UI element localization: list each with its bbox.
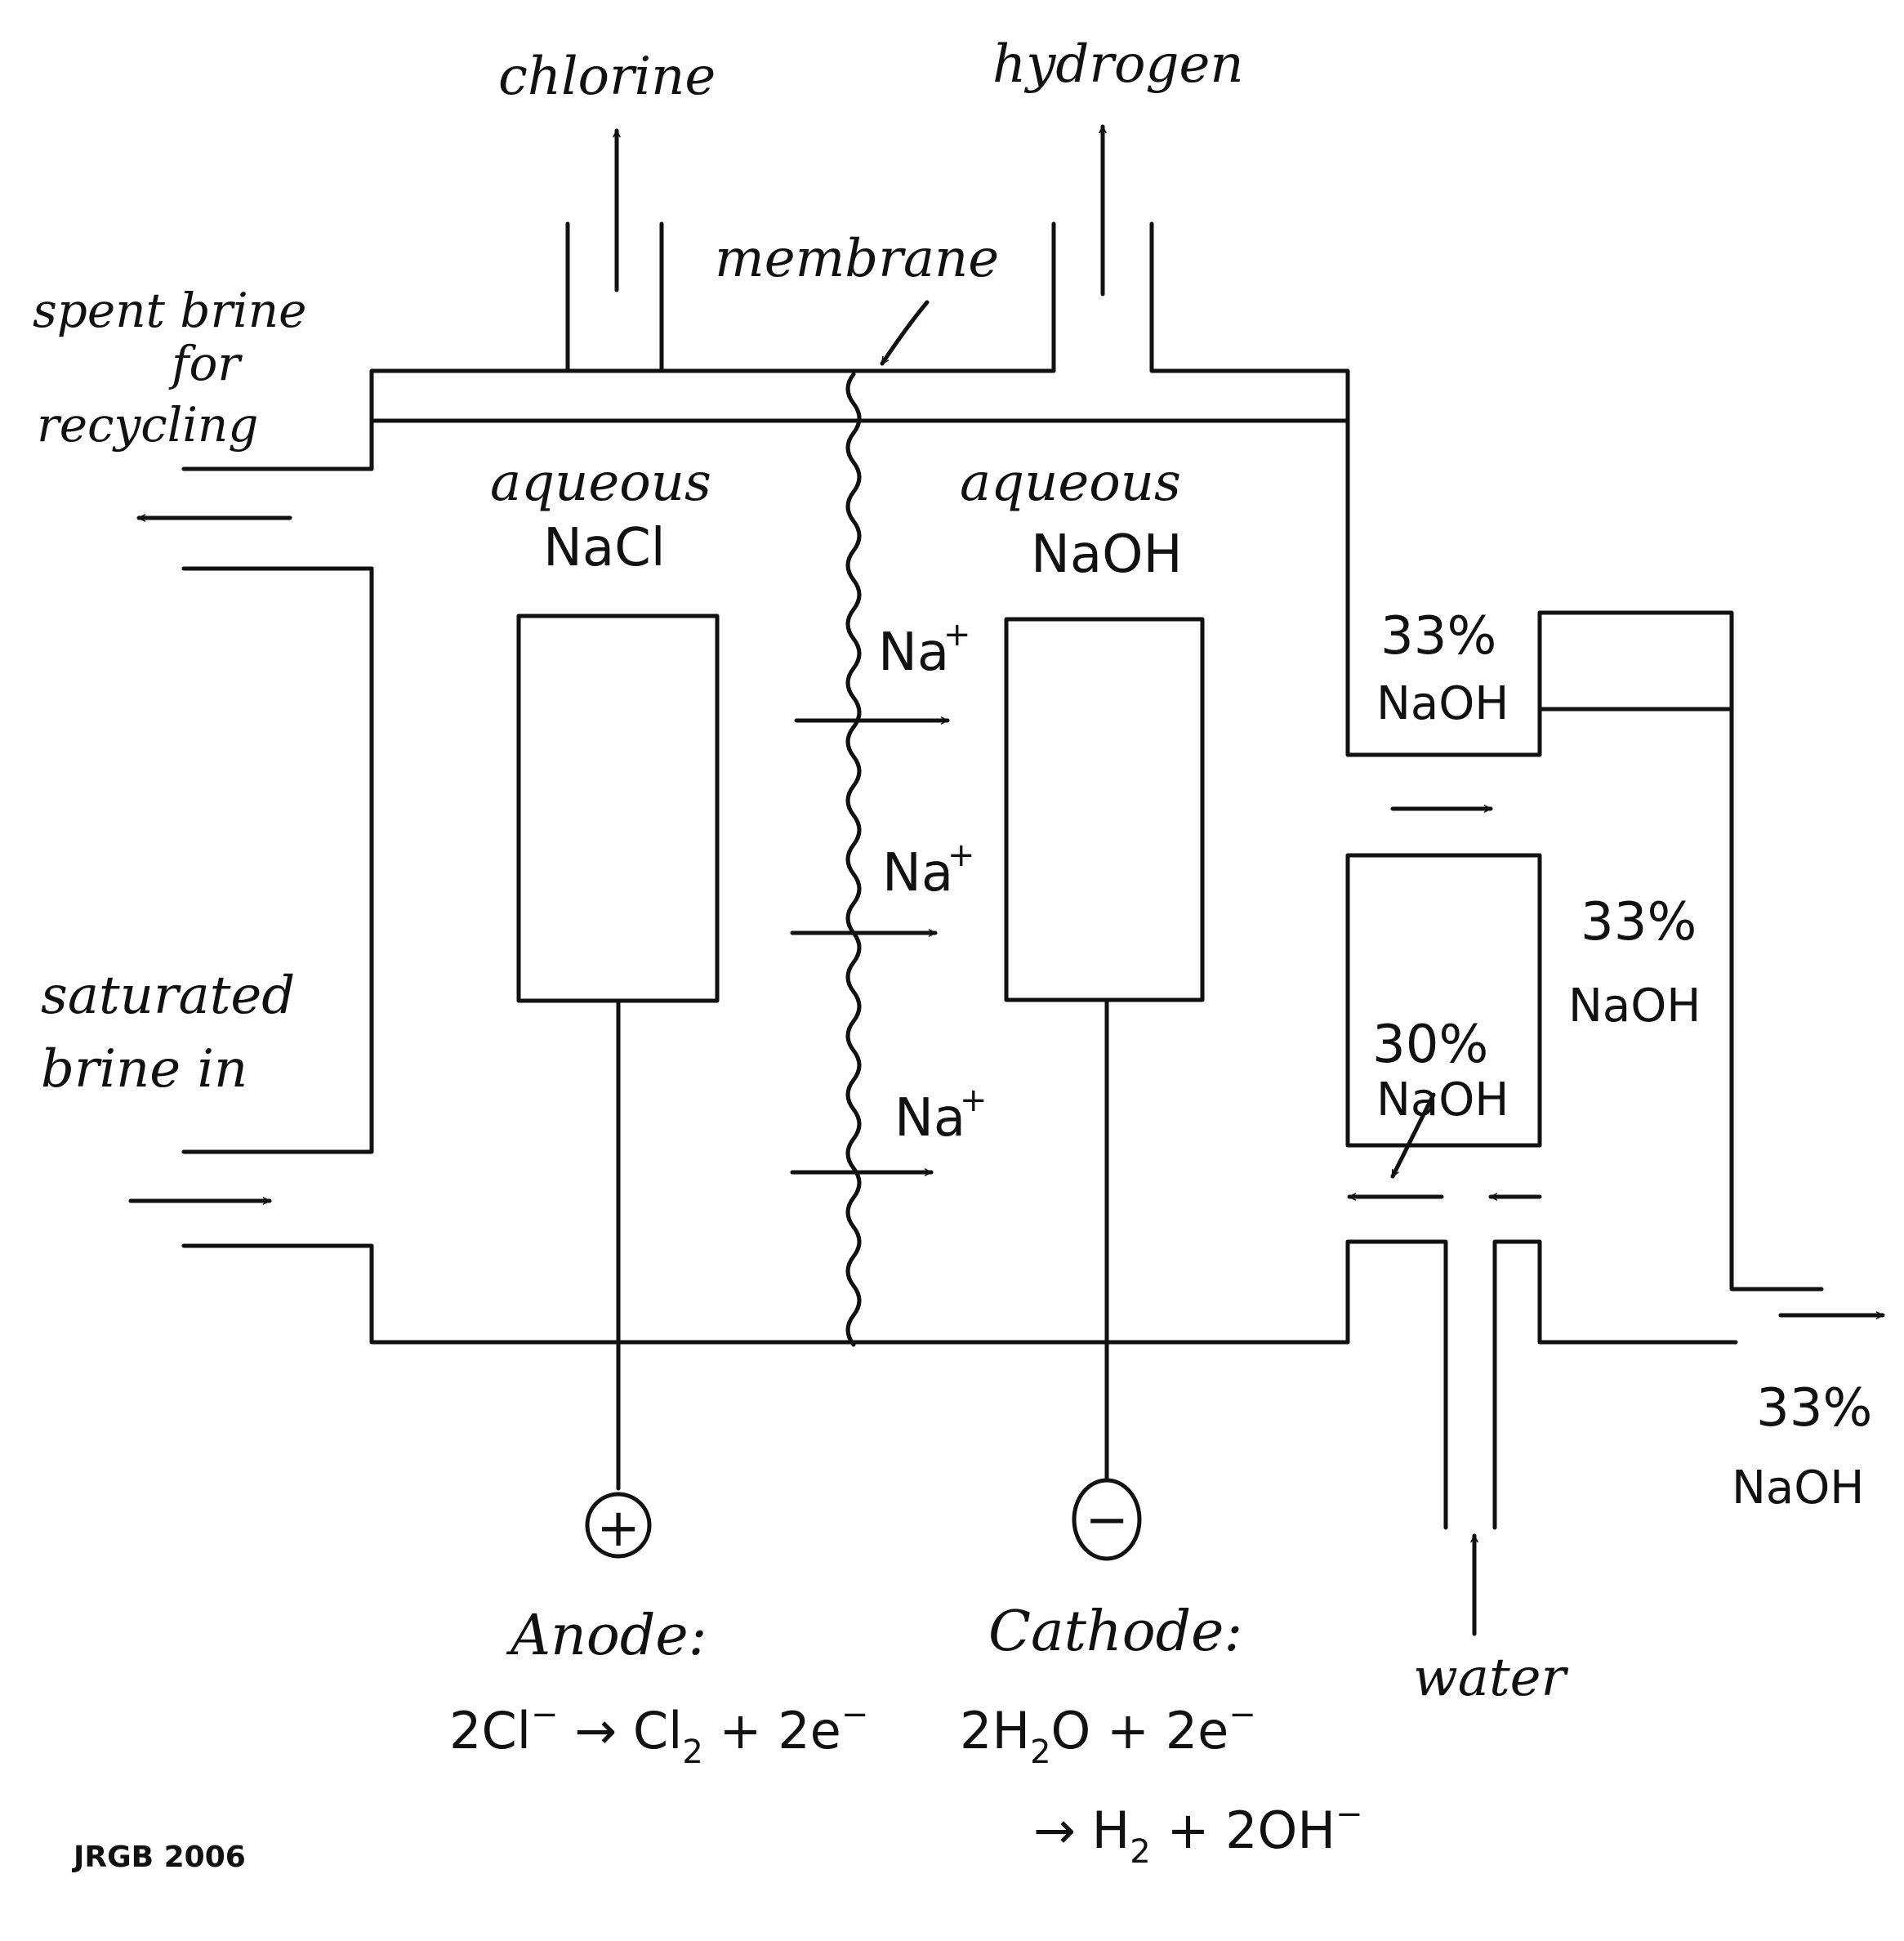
- author-signature: JRGB 2006: [71, 1841, 246, 1874]
- svg-text:Na: Na: [882, 843, 953, 904]
- membrane-pointer-arrow: [880, 300, 930, 366]
- spent-brine-label-line3: recycling: [37, 397, 258, 453]
- anode-electrode: [516, 614, 720, 1003]
- cathode-electrode: [1004, 617, 1205, 1002]
- chlorine-label: chlorine: [498, 47, 716, 107]
- naoh-33-top-label-line2: NaOH: [1376, 677, 1509, 730]
- aqueous-nacl-label-line1: aqueous: [490, 453, 711, 513]
- aqueous-naoh-label-line1: aqueous: [960, 453, 1181, 513]
- svg-text:Na: Na: [878, 622, 949, 683]
- svg-text:+: +: [948, 837, 975, 874]
- spent-brine-label-line2: for: [168, 336, 243, 391]
- membrane-line: [845, 372, 862, 1347]
- anode-title: Anode:: [506, 1604, 707, 1668]
- naoh-33-out-label-line1: 33%: [1756, 1378, 1872, 1439]
- cell-bottom-wall: [181, 1239, 1448, 1530]
- water-inlet-right-wall: [1492, 1239, 1738, 1530]
- anode-terminal-sign: +: [596, 1498, 640, 1559]
- saturated-brine-label-line1: saturated: [41, 966, 295, 1026]
- cell-top-middle-wall: [659, 221, 1056, 373]
- saturated-brine-label-line2: brine in: [41, 1039, 247, 1100]
- anode-equation: 2Cl− → Cl2 + 2e−: [449, 1696, 868, 1771]
- naoh-33-mid-label-line1: 33%: [1581, 892, 1697, 953]
- recirc-outer-wall: [1537, 610, 1824, 1292]
- svg-text:+: +: [960, 1082, 988, 1119]
- na-ion-label-2: Na +: [882, 837, 975, 904]
- hydrogen-label: hydrogen: [992, 34, 1244, 95]
- aqueous-naoh-label-line2: NaOH: [1031, 524, 1183, 585]
- recirc-inner-block: [1345, 853, 1542, 1148]
- svg-text:+: +: [943, 616, 971, 654]
- svg-text:Na: Na: [894, 1088, 965, 1149]
- cathode-equation-line1: 2H2O + 2e−: [960, 1696, 1256, 1771]
- water-label: water: [1413, 1648, 1569, 1708]
- naoh-33-out-label-line2: NaOH: [1732, 1461, 1864, 1515]
- membrane-label: membrane: [715, 229, 999, 289]
- naoh-33-top-label-line1: 33%: [1380, 606, 1496, 667]
- cathode-terminal-circle: [1072, 1478, 1142, 1561]
- spent-brine-label-line1: spent brine: [33, 283, 306, 338]
- anode-terminal-circle: [585, 1492, 652, 1559]
- na-ion-label-3: Na +: [894, 1082, 988, 1149]
- aqueous-nacl-label-line2: NaCl: [543, 518, 666, 578]
- cell-top-right-wall: [1149, 221, 1542, 757]
- na-ion-label-1: Na +: [878, 616, 971, 683]
- naoh-30-label-line2: NaOH: [1376, 1073, 1509, 1127]
- cell-left-wall: [181, 566, 374, 1154]
- cathode-terminal-sign: −: [1085, 1490, 1129, 1551]
- naoh-33-mid-label-line2: NaOH: [1568, 979, 1701, 1033]
- cell-body: [181, 221, 1824, 1530]
- cathode-title: Cathode:: [988, 1600, 1242, 1664]
- cathode-equation-line2: → H2 + 2OH−: [1033, 1796, 1363, 1871]
- naoh-30-pointer-arrow: [1390, 1092, 1436, 1179]
- naoh-30-label-line1: 30%: [1372, 1015, 1488, 1075]
